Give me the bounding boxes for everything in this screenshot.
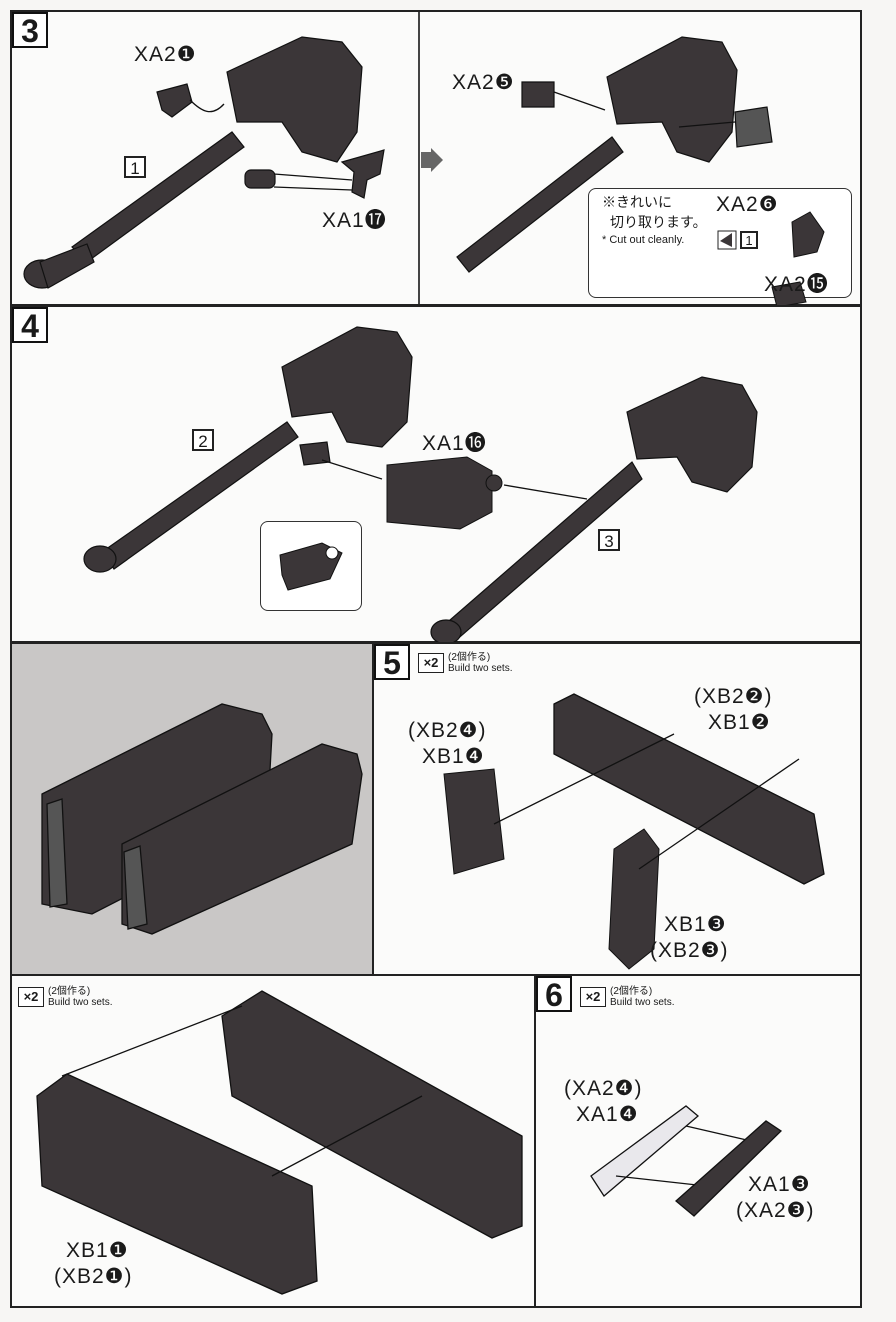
- clip-part-xb1-4: [443, 733, 675, 875]
- grip-part-xa1-3: [675, 1120, 783, 1217]
- clip-part-xb1-3: [608, 758, 800, 970]
- x2-badge: ×2: [18, 987, 44, 1007]
- label-xb2-1: (XB2❶): [54, 1265, 133, 1288]
- label-xa2-1: XA2❶: [134, 43, 197, 66]
- build-jp: (2個作る): [48, 986, 91, 997]
- label-xb1-1: XB1❶: [66, 1239, 129, 1262]
- step-6-panel: 6 ×2 (2個作る) Build two sets. (XA2❹) XA1❹ …: [534, 974, 862, 1308]
- cannon-illustration-left: [23, 36, 385, 289]
- label-xa1-17: XA1⓱: [322, 209, 387, 232]
- x2-badge: ×2: [418, 653, 444, 673]
- label-xa2-4: (XA2❹): [564, 1077, 643, 1100]
- label-xa2-3: (XA2❸): [736, 1199, 815, 1222]
- step-4-panel: 4 2 XA1⓰ 3: [10, 305, 862, 645]
- build-en: Build two sets.: [448, 663, 513, 674]
- build-en: Build two sets.: [610, 997, 675, 1008]
- label-xa2-5: XA2❺: [452, 71, 515, 94]
- label-xb1-3: XB1❸: [664, 913, 727, 936]
- completed-magazine-preview: [10, 642, 374, 976]
- sub-assembly-ref-1: 1: [124, 156, 146, 178]
- x2-badge: ×2: [580, 987, 606, 1007]
- step-5-panel: 5 ×2 (2個作る) Build two sets. (XB2❷) XB1❷ …: [372, 642, 862, 976]
- label-xb2-3: (XB2❸): [650, 939, 729, 962]
- step-3-panel: 3 XA2❶ XA1⓱ 1: [10, 10, 862, 308]
- label-xb2-2: (XB2❷): [694, 685, 773, 708]
- xa2-6-part-icon: [771, 211, 825, 308]
- step-number: 3: [12, 12, 48, 48]
- label-xa1-4: XA1❹: [576, 1103, 639, 1126]
- build-two-sets-note: ×2 (2個作る) Build two sets.: [580, 986, 674, 1008]
- cut-corner-icon: [717, 230, 737, 250]
- note-jp-line1: ※きれいに: [602, 194, 672, 210]
- note-jp-line2: 切り取ります。: [610, 214, 707, 230]
- vertical-divider: [418, 12, 420, 304]
- next-arrow-icon: [421, 148, 443, 172]
- build-two-sets-note: ×2 (2個作る) Build two sets.: [18, 986, 112, 1008]
- joint-part-xa1-16: [321, 456, 588, 530]
- step-5b-panel: ×2 (2個作る) Build two sets. XB1❶ (XB2❶): [10, 974, 536, 1308]
- note-ref-1: 1: [740, 231, 758, 249]
- sub-assembly-ref-3: 3: [598, 529, 620, 551]
- label-xb1-4: XB1❹: [422, 745, 485, 768]
- magazine-pair-illustration: [41, 703, 363, 935]
- half-shell-xa1-4: [590, 1105, 752, 1197]
- note-en: * Cut out cleanly.: [602, 234, 685, 246]
- build-en: Build two sets.: [48, 997, 113, 1008]
- label-xa1-16: XA1⓰: [422, 432, 487, 455]
- cannon-illustration-right: [430, 376, 758, 645]
- label-xb1-2: XB1❷: [708, 711, 771, 734]
- step-number: 5: [374, 644, 410, 680]
- build-two-sets-note: ×2 (2個作る) Build two sets.: [418, 652, 512, 674]
- magazine-assembly-illustration: [36, 990, 523, 1295]
- build-jp: (2個作る): [448, 652, 491, 663]
- magazine-frame-illustration: [553, 693, 825, 885]
- label-xa1-3: XA1❸: [748, 1173, 811, 1196]
- detail-part-icon: [279, 542, 343, 591]
- cannon-illustration-left: [83, 326, 413, 573]
- label-xb2-4: (XB2❹): [408, 719, 487, 742]
- label-xa2-15: XA2⓯: [764, 273, 829, 296]
- build-jp: (2個作る): [610, 986, 653, 997]
- sub-assembly-ref-2: 2: [192, 429, 214, 451]
- step-number: 4: [12, 307, 48, 343]
- step-number: 6: [536, 976, 572, 1012]
- label-xa2-6: XA2❻: [716, 193, 779, 216]
